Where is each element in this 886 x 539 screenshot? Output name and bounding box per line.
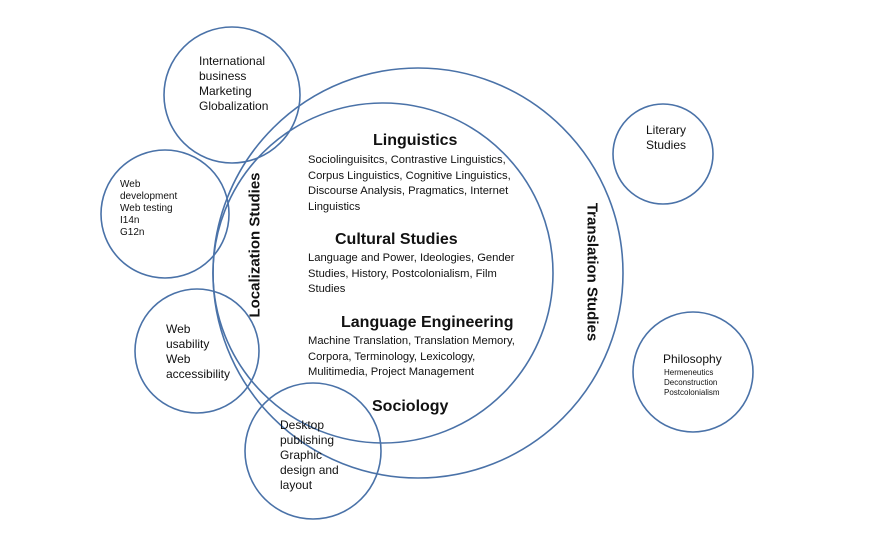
language-engineering-heading: Language Engineering [341,314,514,331]
sociology-heading: Sociology [372,398,449,415]
linguistics-heading: Linguistics [373,132,458,149]
cultural-studies-body: Language and Power, Ideologies, Gender S… [308,252,515,295]
philosophy-title: Philosophy [663,352,722,366]
translation-studies-label: Translation Studies [583,202,601,342]
linguistics-body: Sociolinguisitcs, Contrastive Linguistic… [308,154,511,213]
literary-studies-text: Literary Studies [646,123,687,152]
business-circle [163,26,301,164]
language-engineering-body: Machine Translation, Translation Memory,… [308,335,515,378]
web-development-circle [100,149,230,279]
web-usability-circle [134,288,260,414]
business-text: International business Marketing Globali… [199,54,269,113]
cultural-studies-heading: Cultural Studies [335,231,458,248]
web-usability-text: Web usability Web accessibility [166,322,231,381]
web-development-text: Web development Web testing I14n G12n [120,179,178,238]
literary-studies-circle [612,103,714,205]
desktop-publishing-circle [244,382,382,520]
localization-studies-label: Localization Studies [246,172,264,318]
desktop-publishing-text: Desktop publishing Graphic design and la… [280,418,339,492]
philosophy-items: Hermeneutics Deconstruction Postcolonial… [664,368,720,397]
localization-studies-circle [212,102,554,444]
philosophy-circle [632,311,754,433]
